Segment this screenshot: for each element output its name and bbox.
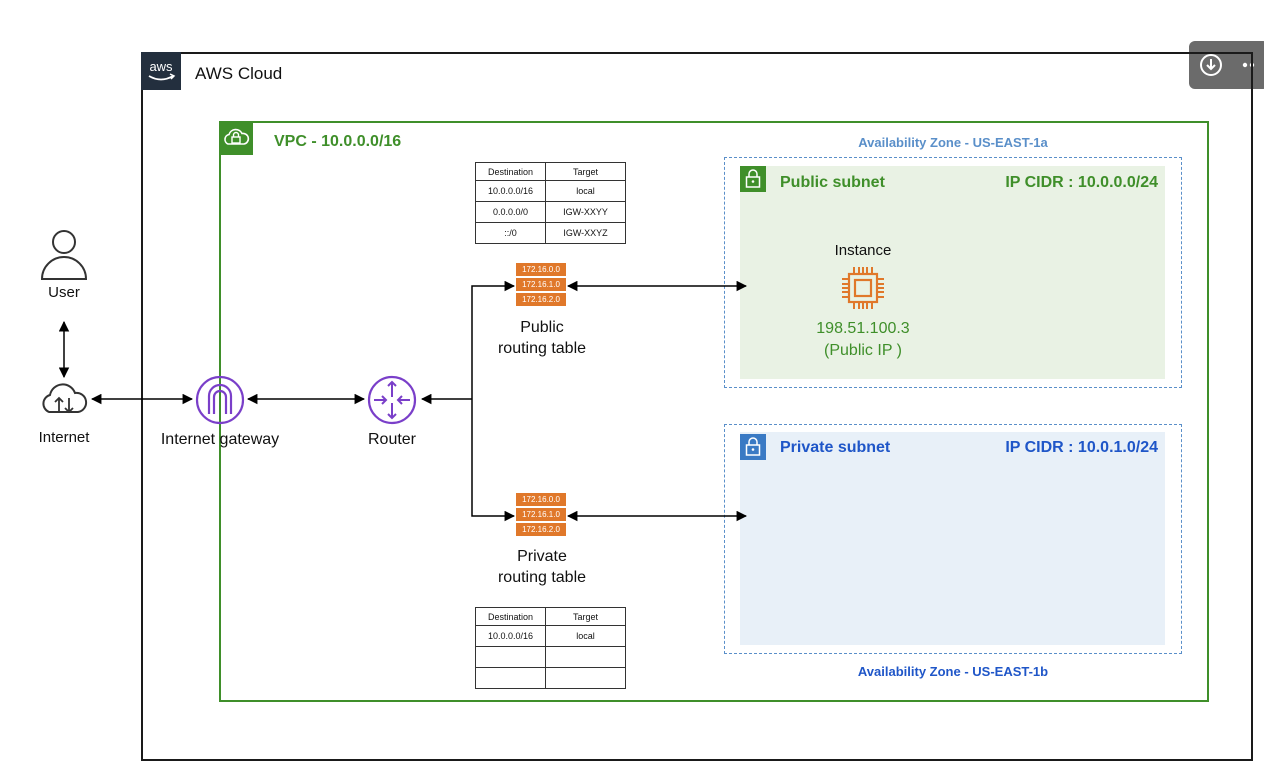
availability-zone-b-label: Availability Zone - US-EAST-1b <box>857 664 1049 679</box>
table-row: ::/0 IGW-XXYZ <box>475 222 626 244</box>
availability-zone-a-box <box>724 157 1182 388</box>
availability-zone-a-label: Availability Zone - US-EAST-1a <box>858 135 1048 150</box>
routing-stack-entry: 172.16.2.0 <box>516 293 566 306</box>
routing-stack-entry: 172.16.1.0 <box>516 508 566 521</box>
table-cell: IGW-XXYZ <box>545 222 626 244</box>
public-subnet-cidr: IP CIDR : 10.0.0.0/24 <box>1005 174 1158 191</box>
private-subnet <box>740 432 1165 645</box>
svg-text:aws: aws <box>149 59 173 74</box>
private-subnet-cidr: IP CIDR : 10.0.1.0/24 <box>1005 439 1158 456</box>
table-row: 0.0.0.0/0 IGW-XXYY <box>475 201 626 223</box>
instance-ip-note: (Public IP ) <box>824 342 902 359</box>
download-icon <box>1200 54 1222 76</box>
public-subnet-title: Public subnet <box>780 174 885 191</box>
private-routing-table-stack[interactable]: 172.16.0.0 172.16.1.0 172.16.2.0 <box>516 493 566 536</box>
table-row <box>475 667 626 689</box>
ec2-instance-chip-icon[interactable] <box>838 263 888 313</box>
aws-cloud-title: AWS Cloud <box>195 64 283 83</box>
private-routing-table-label: Private routing table <box>462 546 622 588</box>
table-cell <box>545 667 626 689</box>
table-row: 10.0.0.0/16 local <box>475 180 626 202</box>
routing-stack-entry: 172.16.2.0 <box>516 523 566 536</box>
public-subnet-lock-icon <box>740 166 766 192</box>
vpc-cloud-lock-icon <box>219 121 253 155</box>
routing-stack-entry: 172.16.0.0 <box>516 493 566 506</box>
public-routing-table-label-line1: Public <box>520 319 564 336</box>
routing-stack-entry: 172.16.1.0 <box>516 278 566 291</box>
private-subnet-lock-icon <box>740 434 766 460</box>
router-label: Router <box>367 431 417 448</box>
public-subnet <box>740 166 1165 379</box>
private-routing-table-label-line2: routing table <box>497 569 587 586</box>
aws-cloud-container <box>141 52 1253 761</box>
connector-branch-private <box>471 399 516 522</box>
internet-gateway-label: Internet gateway <box>160 431 280 448</box>
private-route-table: Destination Target 10.0.0.0/16 local <box>475 607 626 689</box>
public-route-table: Destination Target 10.0.0.0/16 local 0.0… <box>475 162 626 244</box>
internet-label: Internet <box>38 429 90 446</box>
instance-ip: 198.51.100.3 <box>816 320 910 337</box>
download-button[interactable] <box>1199 53 1223 77</box>
public-routing-table-stack[interactable]: 172.16.0.0 172.16.1.0 172.16.2.0 <box>516 263 566 306</box>
public-routing-table-label-line2: routing table <box>497 340 587 357</box>
private-subnet-title: Private subnet <box>780 439 891 456</box>
public-routing-table-label: Public routing table <box>462 317 622 359</box>
vpc-title: VPC - 10.0.0.0/16 <box>274 133 402 150</box>
connector-branch-public <box>471 280 516 399</box>
user-icon[interactable] <box>38 226 90 282</box>
internet-cloud-icon[interactable] <box>36 378 92 418</box>
user-label: User <box>48 284 80 301</box>
internet-gateway-icon[interactable] <box>194 374 246 426</box>
availability-zone-b-box <box>724 424 1182 654</box>
instance-label: Instance <box>834 242 892 259</box>
router-icon[interactable] <box>366 374 418 426</box>
vpc-container <box>219 121 1209 702</box>
aws-logo: aws <box>141 52 181 90</box>
private-routing-table-label-line1: Private <box>517 548 567 565</box>
routing-stack-entry: 172.16.0.0 <box>516 263 566 276</box>
